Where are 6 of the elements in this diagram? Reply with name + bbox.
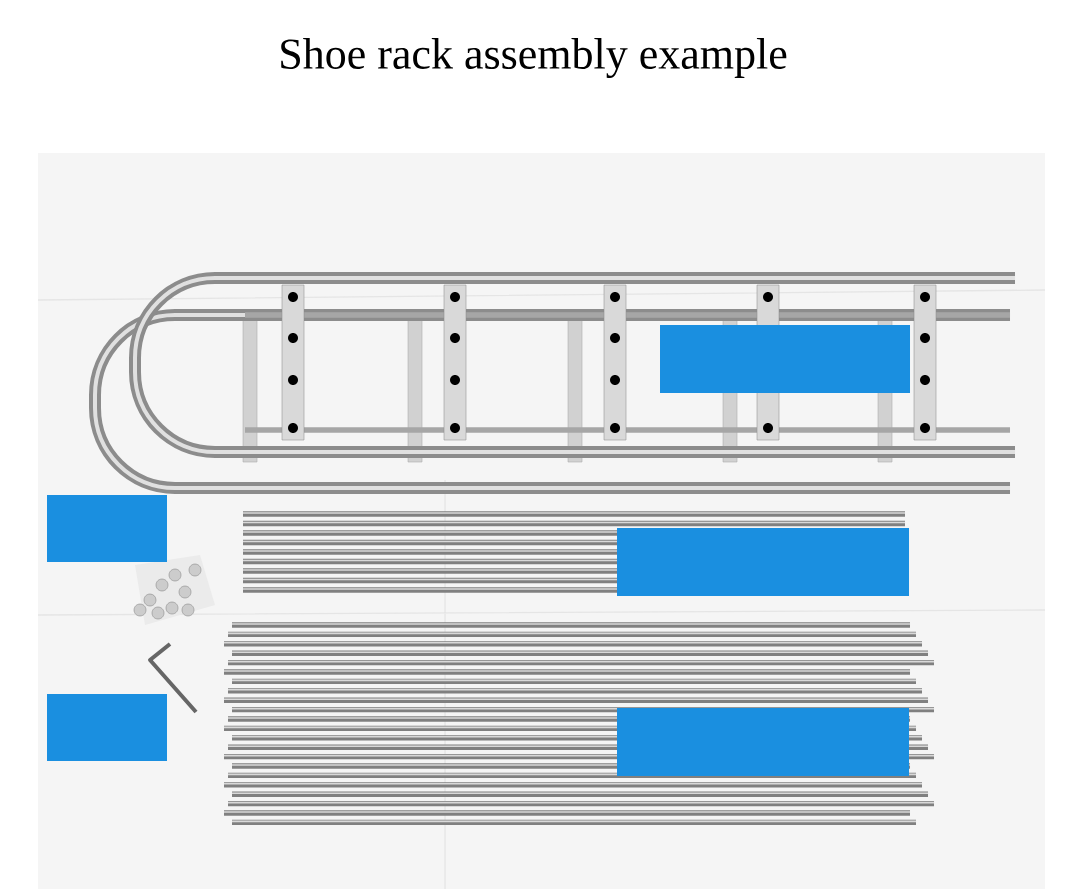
label-box xyxy=(660,325,910,393)
label-box xyxy=(617,528,909,596)
title: Shoe rack assembly example xyxy=(281,38,787,78)
label-box xyxy=(47,694,167,761)
label-box xyxy=(47,495,167,562)
label-box xyxy=(617,708,909,776)
